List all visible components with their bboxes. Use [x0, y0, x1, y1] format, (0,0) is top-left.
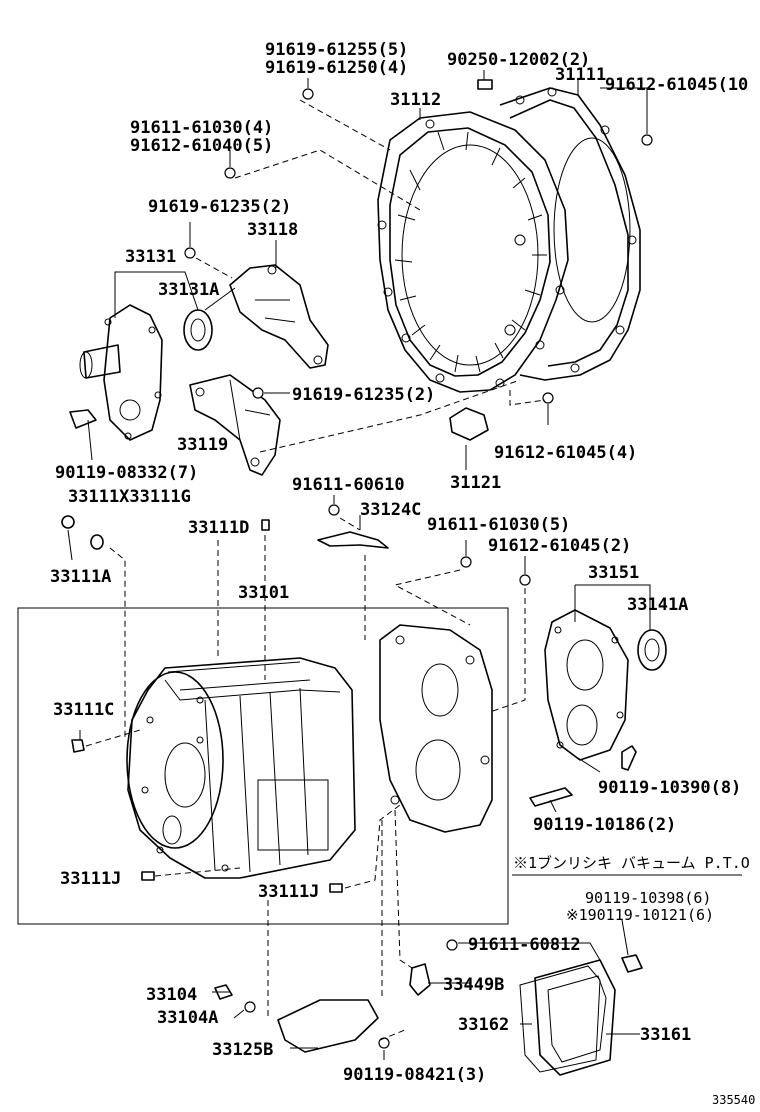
label-91612-61040-5: 91612-61040(5) [130, 136, 273, 156]
bolt-90119-08332 [69, 409, 97, 429]
bracket-33118 [229, 264, 329, 369]
label-33111X: 33111X33111G [68, 487, 191, 507]
bolt-90119-10398 [621, 954, 643, 973]
clutch-housing-31111 [499, 87, 641, 381]
label-33151: 33151 [588, 563, 639, 583]
label-91619-61235-2b: 91619-61235(2) [292, 385, 435, 405]
label-pto-note: ※1ブンリシキ バキューム P.T.O [513, 854, 750, 872]
label-33111J-right: 33111J [258, 882, 319, 902]
bracket-33119 [189, 374, 281, 476]
label-31112: 31112 [390, 90, 441, 110]
transmission-case-33101 [126, 657, 356, 879]
label-33111A: 33111A [50, 567, 111, 587]
label-91619-61255: 91619-61255(5) [265, 40, 408, 60]
boot-31121 [449, 407, 489, 441]
label-91619-61235-2a: 91619-61235(2) [148, 197, 291, 217]
bell-housing-31112 [377, 111, 569, 393]
assembly-group-box [17, 607, 509, 925]
label-33161: 33161 [640, 1025, 691, 1045]
label-91611-60610: 91611-60610 [292, 475, 405, 495]
label-90250-12002: 90250-12002(2) [447, 50, 590, 70]
label-33111D: 33111D [188, 518, 249, 538]
oil-seal-33131A [183, 309, 213, 351]
label-90119-10390: 90119-10390(8) [598, 778, 741, 798]
label-33141A: 33141A [627, 595, 688, 615]
label-91611-61030-5: 91611-61030(5) [427, 515, 570, 535]
pin-33111J-right [329, 883, 343, 893]
label-91611-60812: 91611-60812 [468, 935, 581, 955]
label-33124C: 33124C [360, 500, 421, 520]
label-33131: 33131 [125, 247, 176, 267]
label-31111: 31111 [555, 65, 606, 85]
label-31121: 31121 [450, 473, 501, 493]
bolt-90119-10390 [621, 745, 637, 771]
plug-33111D [261, 519, 270, 531]
oil-seal-33141A [637, 629, 667, 671]
label-33162: 33162 [458, 1015, 509, 1035]
label-33101: 33101 [238, 583, 289, 603]
label-90119-10398: 90119-10398(6) [585, 889, 711, 907]
leader-lines [67, 70, 742, 1060]
label-33131A: 33131A [158, 280, 219, 300]
plug-90250 [477, 79, 493, 90]
circled-b-washer-icon [184, 88, 653, 1049]
plug-33111C [71, 739, 85, 753]
label-33111J-left: 33111J [60, 869, 121, 889]
label-33104A: 33104A [157, 1008, 218, 1028]
clamp-33449B [409, 963, 431, 996]
label-91612-61045-10: 91612-61045(10 [605, 75, 748, 95]
label-91619-61250: 91619-61250(4) [265, 58, 408, 78]
front-bearing-retainer-33131 [79, 304, 163, 441]
plug-33111A [61, 515, 75, 529]
plug-33104 [214, 984, 233, 1000]
label-90119-10186: 90119-10186(2) [533, 815, 676, 835]
washer-33111G [90, 534, 104, 550]
label-33104: 33104 [146, 985, 197, 1005]
part-labels: 91619-61255(5) 91619-61250(4) 90250-1200… [50, 40, 755, 1107]
label-90119-10121: ※190119-10121(6) [566, 906, 714, 924]
label-diagram-code: 335540 [712, 1093, 755, 1107]
label-91611-61030-4: 91611-61030(4) [130, 118, 273, 138]
label-33449B: 33449B [443, 975, 504, 995]
cover-33125B [277, 999, 379, 1053]
bolt-90119-10186 [529, 787, 573, 807]
label-33111C: 33111C [53, 700, 114, 720]
label-91612-61045-2: 91612-61045(2) [488, 536, 631, 556]
transmission-case-rear-section [379, 624, 493, 833]
extension-housing-33151 [544, 609, 629, 761]
gasket-33162 [519, 965, 601, 1073]
label-90119-08332: 90119-08332(7) [55, 463, 198, 483]
label-33119: 33119 [177, 435, 228, 455]
label-33118: 33118 [247, 220, 298, 240]
label-91612-61045-4: 91612-61045(4) [494, 443, 637, 463]
pin-33111J-left [141, 871, 155, 881]
label-33125B: 33125B [212, 1040, 273, 1060]
label-90119-08421: 90119-08421(3) [343, 1065, 486, 1085]
clip-33124C [317, 531, 389, 549]
